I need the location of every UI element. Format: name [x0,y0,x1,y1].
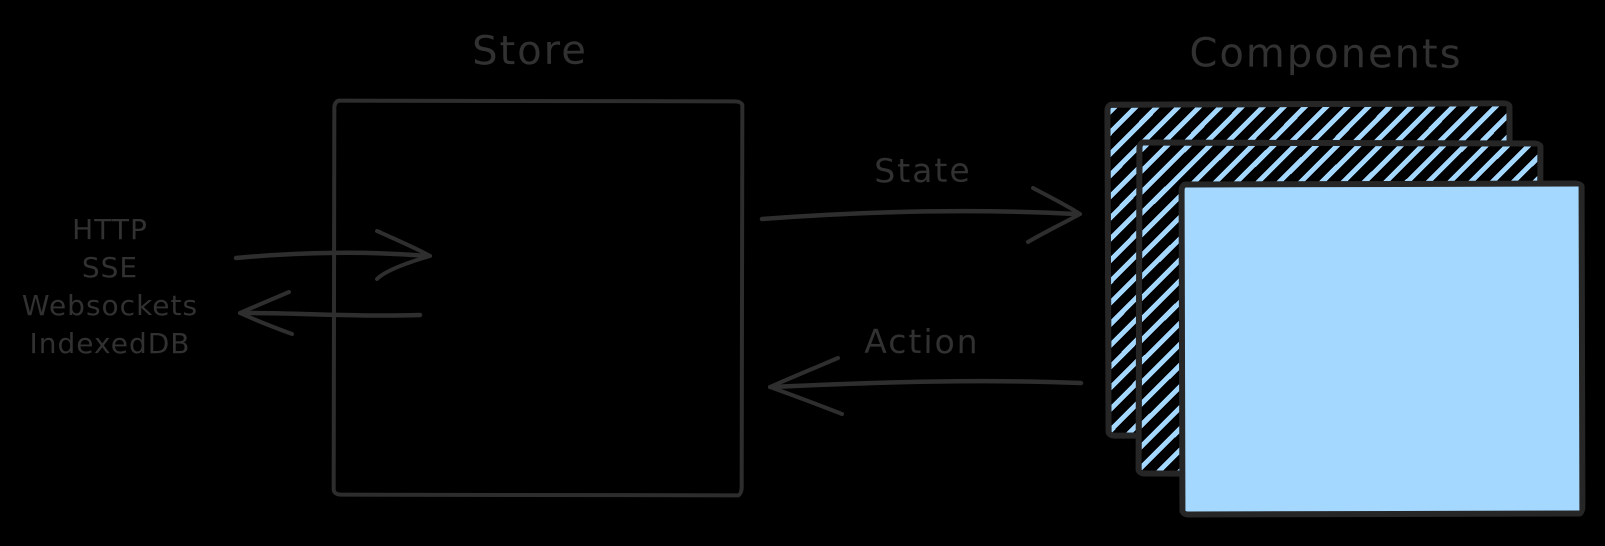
store-box [331,98,745,498]
transport-label-http: HTTP [72,213,148,246]
transport-labels: HTTP SSE Websockets IndexedDB [8,211,212,363]
transport-label-sse: SSE [81,251,139,284]
transport-label-indexeddb: IndexedDB [29,327,191,360]
action-arrow [768,356,1084,416]
state-label: State [874,150,972,191]
store-title: Store [471,27,589,75]
action-label: Action [864,321,980,362]
state-arrow [759,186,1082,244]
component-layer-front [1178,180,1586,518]
transport-label-websockets: Websockets [21,289,199,322]
components-title: Components [1189,30,1463,78]
